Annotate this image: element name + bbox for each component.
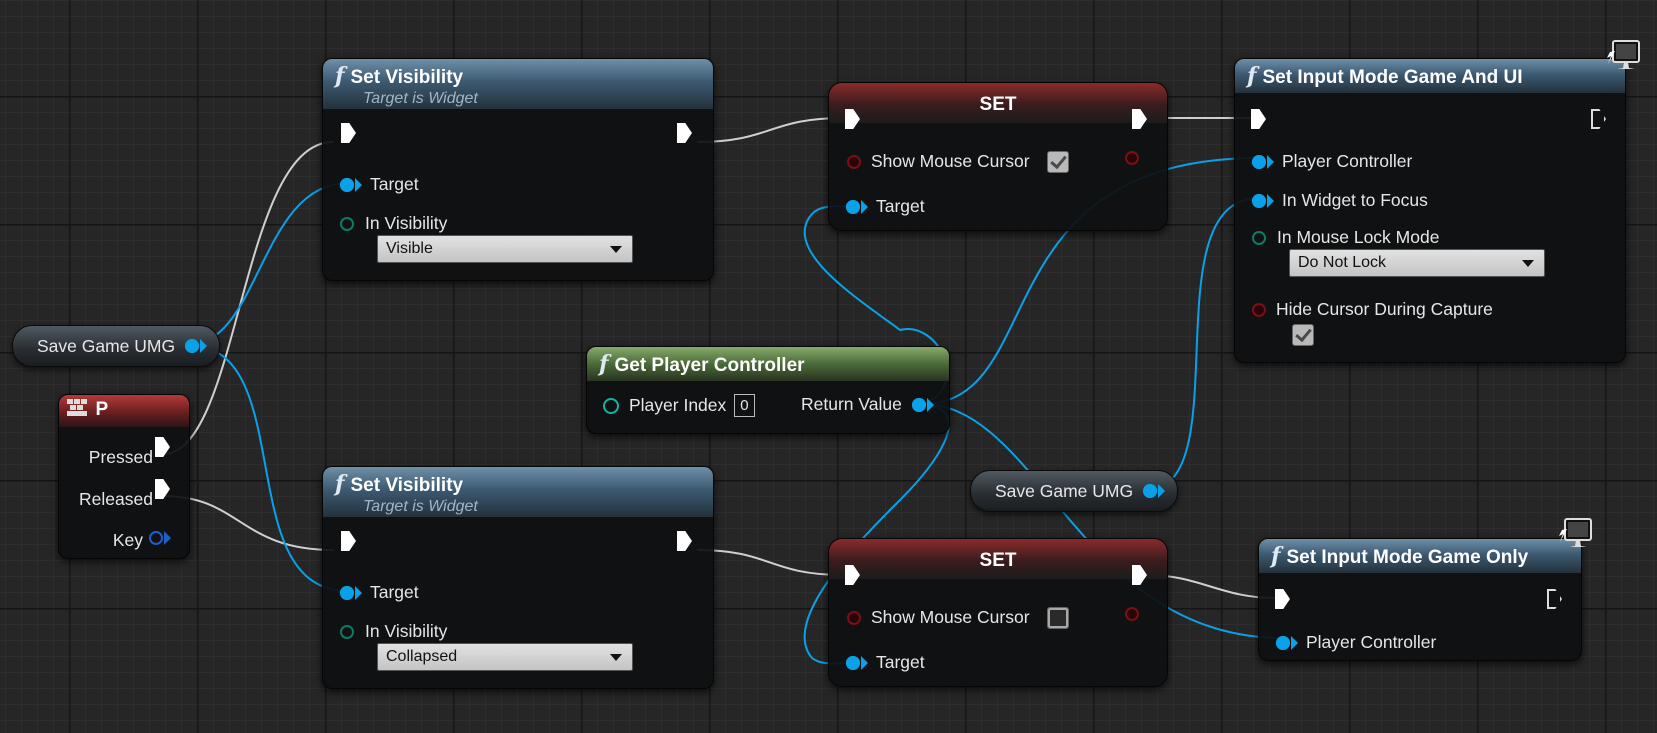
node-title: Set Input Mode Game Only xyxy=(1286,547,1529,568)
in-visibility-label: In Visibility xyxy=(365,213,448,233)
in-visibility-pin[interactable]: In Visibility xyxy=(340,213,447,234)
function-icon: f xyxy=(599,351,609,377)
in-visibility-label: In Visibility xyxy=(365,621,448,641)
hide-cursor-label: Hide Cursor During Capture xyxy=(1276,299,1493,319)
hide-cursor-pin[interactable]: Hide Cursor During Capture xyxy=(1252,299,1493,320)
in-widget-to-focus-label: In Widget to Focus xyxy=(1282,190,1428,210)
function-icon: f xyxy=(1247,63,1257,89)
target-pin[interactable]: Target xyxy=(846,196,925,217)
node-title: Set Input Mode Game And UI xyxy=(1262,67,1523,88)
key-p-event-node[interactable]: P Pressed Released Key xyxy=(58,394,190,559)
key-label: Key xyxy=(112,530,143,550)
visibility-dropdown[interactable]: Collapsed xyxy=(377,643,633,671)
released-label: Released xyxy=(79,489,153,509)
visibility-value: Visible xyxy=(386,240,433,257)
chevron-down-icon xyxy=(1522,260,1534,267)
visibility-value: Collapsed xyxy=(386,648,458,665)
save-game-umg-variable-left[interactable]: Save Game UMG xyxy=(12,325,220,367)
key-label-row: Key xyxy=(113,530,143,551)
show-mouse-cursor-pin[interactable]: Show Mouse Cursor xyxy=(847,607,1030,628)
target-label: Target xyxy=(370,582,419,602)
show-mouse-checkbox[interactable] xyxy=(1047,607,1069,629)
in-mouse-lock-mode-pin[interactable]: In Mouse Lock Mode xyxy=(1252,227,1439,248)
in-visibility-pin[interactable]: In Visibility xyxy=(340,621,447,642)
return-value-label: Return Value xyxy=(801,394,902,414)
player-controller-pin[interactable]: Player Controller xyxy=(1252,151,1412,172)
node-title: Set Visibility xyxy=(350,475,464,496)
exec-wire xyxy=(697,117,844,143)
node-title: SET xyxy=(979,94,1017,115)
player-index-label: Player Index xyxy=(629,395,727,415)
set-show-mouse-node-top[interactable]: SET Show Mouse Cursor Target xyxy=(828,82,1168,231)
pressed-label: Pressed xyxy=(88,447,153,467)
show-mouse-cursor-label: Show Mouse Cursor xyxy=(871,151,1030,171)
chevron-down-icon xyxy=(610,246,622,253)
function-icon: f xyxy=(1271,543,1281,569)
show-mouse-cursor-out-pin[interactable] xyxy=(1125,607,1139,621)
hide-cursor-checkbox[interactable] xyxy=(1292,324,1314,346)
released-label-row: Released xyxy=(79,489,153,510)
node-title: SET xyxy=(979,550,1017,571)
set-show-mouse-node-bottom[interactable]: SET Show Mouse Cursor Target xyxy=(828,538,1168,687)
target-pin[interactable]: Target xyxy=(340,582,419,603)
variable-out-pin[interactable] xyxy=(1143,484,1158,498)
keyboard-icon xyxy=(67,399,87,417)
player-controller-label: Player Controller xyxy=(1306,632,1437,652)
key-pin[interactable] xyxy=(149,531,171,545)
node-title: Get Player Controller xyxy=(614,355,805,376)
target-label: Target xyxy=(876,196,925,216)
exec-wire xyxy=(697,549,844,576)
in-widget-to-focus-pin[interactable]: In Widget to Focus xyxy=(1252,190,1428,211)
target-label: Target xyxy=(876,652,925,672)
player-index-input[interactable]: 0 xyxy=(734,394,755,417)
show-mouse-cursor-label: Show Mouse Cursor xyxy=(871,607,1030,627)
mouse-lock-dropdown[interactable]: Do Not Lock xyxy=(1289,249,1545,277)
player-controller-label: Player Controller xyxy=(1282,151,1413,171)
monitor-icon xyxy=(1607,40,1640,69)
player-index-pin[interactable]: Player Index 0 xyxy=(603,394,755,417)
show-mouse-cursor-out-pin[interactable] xyxy=(1125,151,1139,165)
mouse-lock-value: Do Not Lock xyxy=(1298,254,1387,271)
monitor-icon xyxy=(1559,518,1592,547)
visibility-dropdown[interactable]: Visible xyxy=(377,235,633,263)
player-controller-pin[interactable]: Player Controller xyxy=(1276,632,1436,653)
save-game-umg-variable-right[interactable]: Save Game UMG xyxy=(970,470,1178,512)
pressed-label-row: Pressed xyxy=(89,447,153,468)
node-title: Set Visibility xyxy=(350,67,464,88)
variable-label: Save Game UMG xyxy=(995,480,1134,501)
node-subtitle: Target is Widget xyxy=(363,90,478,107)
node-title: P xyxy=(95,399,109,420)
target-pin[interactable]: Target xyxy=(846,652,925,673)
show-mouse-checkbox[interactable] xyxy=(1047,151,1069,173)
variable-out-pin[interactable] xyxy=(185,339,200,353)
return-value-pin[interactable]: Return Value xyxy=(801,394,934,415)
variable-label: Save Game UMG xyxy=(37,335,176,356)
function-icon: f xyxy=(335,471,345,497)
target-pin[interactable]: Target xyxy=(340,174,419,195)
function-icon: f xyxy=(335,63,345,89)
show-mouse-cursor-pin[interactable]: Show Mouse Cursor xyxy=(847,151,1030,172)
target-label: Target xyxy=(370,174,419,194)
in-mouse-lock-mode-label: In Mouse Lock Mode xyxy=(1277,227,1440,247)
node-subtitle: Target is Widget xyxy=(363,498,478,515)
chevron-down-icon xyxy=(610,654,622,661)
